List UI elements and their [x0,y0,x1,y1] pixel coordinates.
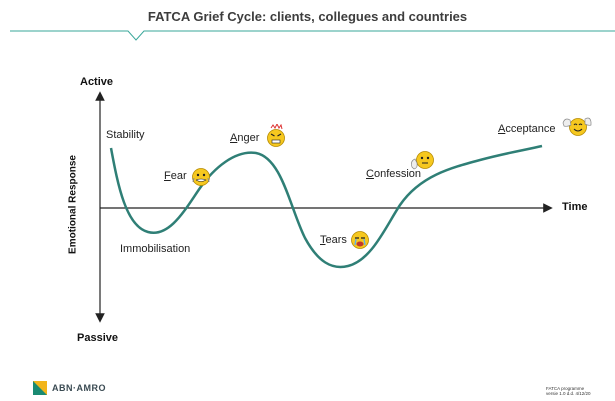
stage-tears: Tears [320,234,347,246]
angry-smiley-icon [267,124,285,147]
stage-confession: Confession [366,168,422,180]
y-axis-bottom-label: Passive [77,332,118,344]
scared-smiley-icon [192,168,210,186]
stage-acceptance: Acceptance [498,123,556,135]
stage-immobilisation: Immobilisation [120,243,191,255]
y-axis-label: Emotional Response [67,155,79,254]
footer-note: FATCA programme versie 1.0 d.d. 4/12/20 [546,386,591,396]
emotional-curve [109,144,543,269]
stage-anger: Anger [230,132,260,144]
crying-smiley-icon [351,231,369,249]
stage-fear: Fear [164,170,187,182]
brand-logo: ABN·AMRO [32,380,106,396]
x-axis-label: Time [562,201,588,213]
logo-text: ABN·AMRO [52,383,106,393]
y-axis-top-label: Active [80,76,114,88]
stage-stability: Stability [106,129,145,141]
thinking-smiley-icon [411,151,434,170]
waving-smiley-icon [562,117,592,136]
abn-amro-shield-icon [33,381,47,395]
title-underline [10,30,615,41]
page-title: FATCA Grief Cycle: clients, collegues an… [147,9,468,24]
